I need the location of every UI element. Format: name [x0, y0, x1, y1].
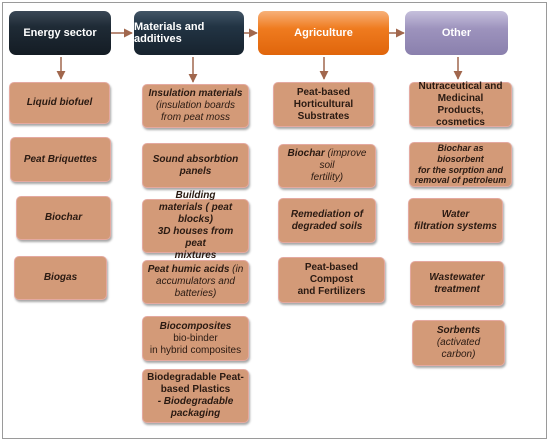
horticultural-line-2: Horticultural [293, 98, 354, 110]
wastewater-line-2: treatment [434, 283, 480, 295]
plastics-line-3: - Biodegradable [157, 396, 234, 407]
box-horticultural-substrates: Peat-based Horticultural Substrates [273, 82, 374, 127]
box-sound-absorbtion: Sound absorbtion panels [142, 143, 249, 188]
box-biogas: Biogas [14, 256, 107, 300]
box-biodegradable-plastics: Biodegradable Peat- based Plastics - Bio… [142, 369, 249, 423]
box-biosorbent: Biochar as biosorbent for the sorption a… [409, 142, 512, 187]
sound-line-1: Sound absorbtion [152, 153, 239, 165]
box-biochar-agriculture: Biochar (improve soil fertility) [278, 144, 376, 188]
humic-detail-c: batteries) [174, 288, 217, 299]
plastics-line-2: based Plastics [160, 384, 231, 395]
insulation-title: Insulation materials [148, 88, 243, 99]
biochar-agri-detail-a: (improve soil [319, 148, 367, 171]
biocomposites-title: Biocomposites [159, 320, 232, 332]
insulation-detail: (insulation boards from peat moss [156, 100, 235, 123]
box-remediation: Remediation of degraded soils [278, 198, 376, 243]
compost-line-1: Peat-based Compost [304, 262, 359, 285]
liquid-biofuel-label: Liquid biofuel [26, 97, 93, 108]
water-line-1: Water [441, 208, 470, 220]
building-line-1: Building [175, 190, 216, 201]
sorbents-detail-b: carbon) [441, 349, 476, 360]
biocomposites-line-3: in hybrid composites [149, 344, 242, 356]
building-line-4: mixtures [174, 250, 217, 261]
peat-briquettes-label: Peat Briquettes [23, 153, 98, 165]
plastics-line-4: packaging [170, 408, 221, 419]
horticultural-line-3: Substrates [297, 110, 350, 122]
nutra-line-3: cosmetics [436, 116, 485, 128]
biochar-agri-title: Biochar [287, 148, 325, 159]
nutra-line-1: Nutraceutical and [418, 80, 503, 92]
biosorbent-line-2: for the sorption and [418, 164, 503, 175]
header-agriculture: Agriculture [258, 11, 389, 55]
wastewater-line-1: Wastewater [429, 271, 485, 283]
box-sorbents: Sorbents (activated carbon) [412, 320, 505, 366]
biochar-agri-detail-b: fertility) [310, 172, 344, 183]
remediation-line-1: Remediation of [290, 208, 364, 220]
humic-title: Peat humic acids [147, 264, 230, 275]
plastics-line-1: Biodegradable Peat- [147, 372, 244, 383]
box-peat-humic-acids: Peat humic acids (in accumulators and ba… [142, 260, 249, 304]
header-energy-sector: Energy sector [9, 11, 111, 55]
building-line-2: materials ( peat blocks) [158, 202, 233, 225]
nutra-line-2: Medicinal Products, [437, 92, 484, 116]
remediation-line-2: degraded soils [291, 220, 363, 232]
diagram-frame [2, 2, 547, 439]
biosorbent-line-1: Biochar as biosorbent [437, 142, 484, 164]
box-nutraceutical: Nutraceutical and Medicinal Products, co… [409, 80, 512, 128]
biochar-agri-line-1: Biochar (improve soil [283, 148, 371, 172]
humic-line-1: Peat humic acids (in [148, 264, 244, 276]
compost-line-2: and Fertilizers [297, 286, 366, 297]
building-line-3: 3D houses from peat [157, 226, 234, 249]
sorbents-line-1: Sorbents (activated [417, 325, 500, 349]
humic-detail-a: (in [232, 264, 244, 275]
biosorbent-line-3: removal of petroleum [414, 175, 507, 186]
box-wastewater-treatment: Wastewater treatment [410, 261, 504, 306]
biocomposites-line-2: bio-binder [173, 332, 218, 344]
sound-line-2: panels [179, 165, 212, 177]
header-other: Other [405, 11, 508, 55]
sorbents-title: Sorbents [436, 325, 481, 336]
biochar-energy-label: Biochar [44, 212, 83, 223]
sorbents-detail-a: (activated [436, 337, 481, 348]
box-building-materials: Building materials ( peat blocks) 3D hou… [142, 190, 249, 261]
header-materials-additives: Materials and additives [134, 11, 244, 55]
box-peat-briquettes: Peat Briquettes [10, 137, 111, 182]
horticultural-line-1: Peat-based [296, 86, 351, 98]
box-water-filtration: Water filtration systems [408, 198, 503, 243]
biogas-label: Biogas [43, 272, 78, 283]
box-biocomposites: Biocomposites bio-binder in hybrid compo… [142, 316, 249, 361]
box-liquid-biofuel: Liquid biofuel [9, 82, 110, 124]
water-line-2: filtration systems [414, 220, 497, 232]
box-insulation-materials: Insulation materials (insulation boards … [142, 84, 249, 128]
box-compost-fertilizers: Peat-based Compost and Fertilizers [278, 257, 385, 303]
box-biochar-energy: Biochar [16, 196, 111, 240]
humic-detail-b: accumulators and [156, 276, 235, 287]
